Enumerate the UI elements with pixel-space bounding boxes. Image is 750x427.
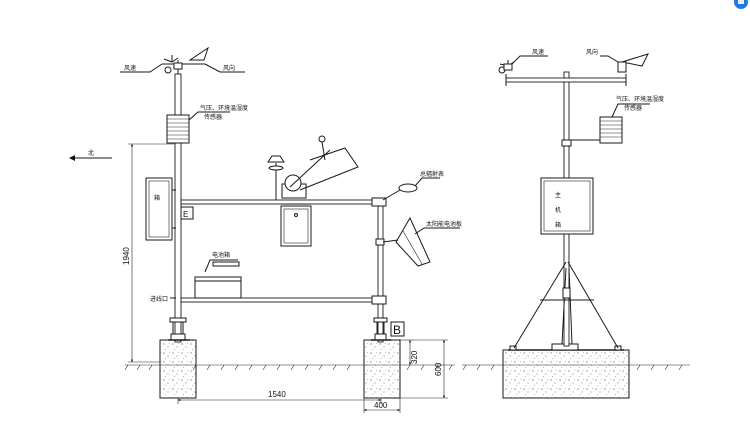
wind-direction-label: 风向 (223, 64, 235, 72)
north-label: 北 (88, 149, 94, 157)
radiation-sensor-icon (398, 183, 418, 193)
cable-port-label: 进线口 (150, 295, 168, 303)
side-crossarm (505, 77, 627, 83)
side-wind-vane-icon (621, 53, 649, 67)
circle-badge-icon[interactable] (734, 0, 748, 9)
host-label-2: 机 (555, 206, 561, 214)
side-pressure-label-1: 气压、环境温湿度 (616, 95, 664, 103)
ground-hatch (124, 364, 453, 371)
solar-panel-icon (395, 216, 431, 267)
main-mast (174, 73, 182, 343)
mast-base (170, 333, 186, 341)
side-wind-speed-label: 风速 (532, 49, 544, 56)
marker-e-box (180, 206, 194, 220)
mast-flange (169, 317, 187, 323)
pressure-sensor-label-2: 传感器 (204, 113, 222, 121)
tracker-dish-icon (284, 174, 302, 192)
sensor-enclosure (145, 177, 173, 241)
side-wind-direction-label: 风向 (586, 48, 598, 56)
foundation-depth-dim: 320 (410, 350, 419, 364)
solar-panel-label: 太阳能电池板 (426, 220, 462, 228)
width-dim: 1540 (268, 390, 286, 399)
tripod-legs (513, 261, 619, 349)
host-label-3: 箱 (555, 221, 561, 229)
radiation-shield (166, 114, 190, 144)
wind-speed-label: 风速 (124, 65, 136, 72)
radiation-label: 总辐射表 (420, 170, 444, 178)
wind-speed-cup-icon (164, 66, 172, 74)
side-view: 风速 风向 气压、环境温湿度 传感器 主 机 箱 (462, 48, 690, 399)
host-box (540, 177, 594, 235)
foundation-width-dim: 400 (374, 401, 388, 410)
lower-crossbar (180, 297, 382, 303)
left-foundation (159, 339, 197, 399)
front-view: 风速 风向 气压、环境温湿度 传感器 北 箱 E (69, 46, 462, 413)
side-radiation-shield (599, 116, 623, 144)
pyranometer-icon (267, 155, 285, 163)
pressure-sensor-label-1: 气压、环境温湿度 (200, 104, 248, 112)
side-foundation (502, 349, 630, 399)
right-foundation (363, 339, 401, 399)
height-dim: 1940 (122, 247, 131, 265)
wind-vane-icon (188, 46, 209, 61)
battery-label: 电池箱 (212, 251, 230, 259)
center-control-box (280, 205, 312, 247)
foundation-total-dim: 600 (434, 362, 443, 376)
marker-e: E (183, 210, 188, 219)
side-pressure-label-2: 传感器 (624, 104, 642, 112)
host-label-1: 主 (555, 191, 561, 199)
upper-crossbar (180, 199, 382, 205)
enclosure-label: 箱 (154, 194, 160, 202)
marker-b-box (390, 321, 405, 337)
battery-box (194, 276, 242, 299)
marker-b: B (393, 323, 401, 337)
